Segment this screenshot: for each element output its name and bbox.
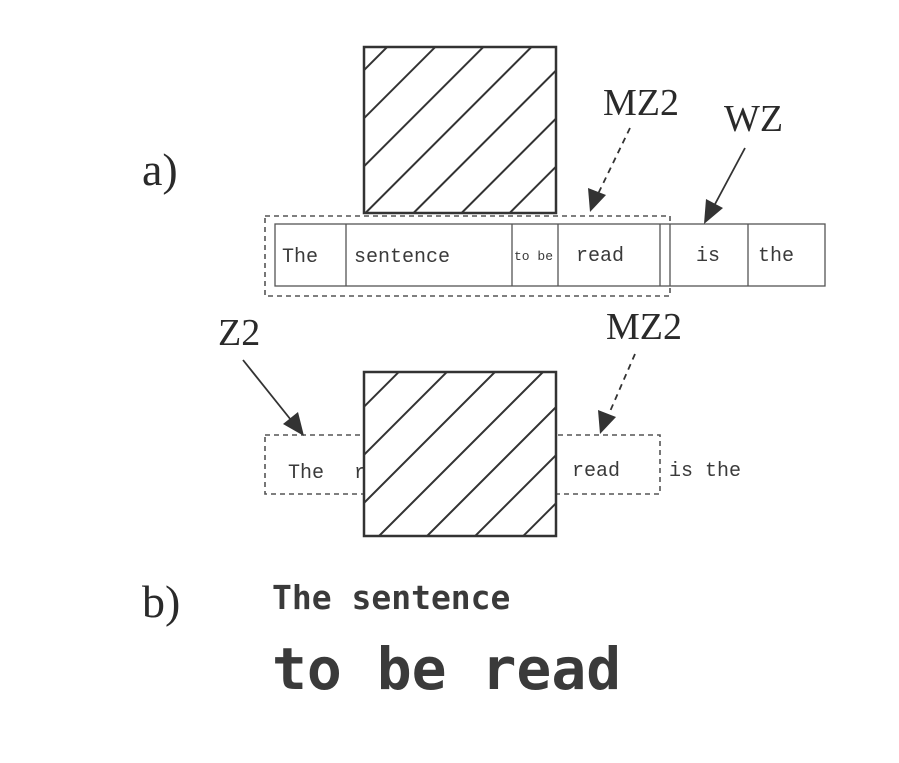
word-row-upper: The sentence to be read is the	[275, 224, 825, 286]
panel-a-label: a)	[142, 144, 178, 195]
reconstructed-line-1: The sentence	[272, 578, 510, 617]
callout-mz2-lower: MZ2	[606, 306, 682, 348]
arrowhead-z2	[283, 412, 304, 436]
word-cell-sentence: sentence	[354, 246, 450, 269]
arrowhead-mz2-lower	[598, 410, 616, 434]
hatched-occluder-lower	[364, 372, 556, 536]
callout-arrow-z2	[243, 360, 291, 420]
callout-z2: Z2	[218, 312, 260, 354]
callout-arrow-mz2-lower	[608, 354, 635, 416]
trailing-text: is the	[669, 460, 741, 483]
callout-wz: WZ	[724, 98, 783, 140]
word-cell-read: read	[576, 245, 624, 268]
word-cell-the: The	[282, 246, 318, 269]
arrowhead-wz	[704, 199, 723, 224]
word-cell-to-be: to be	[514, 249, 553, 264]
zone-mz2-text: read	[572, 460, 620, 483]
hatched-occluder-upper	[364, 47, 556, 213]
callout-arrow-wz	[714, 148, 745, 206]
callout-mz2-upper: MZ2	[603, 82, 679, 124]
word-cell-is: is	[696, 245, 720, 268]
arrowhead-mz2-upper	[588, 188, 606, 212]
callout-arrow-mz2-upper	[598, 128, 630, 194]
word-cell-the-2: the	[758, 245, 794, 268]
zone-z2-text: The	[288, 462, 324, 485]
reconstructed-line-2: to be read	[272, 635, 621, 703]
panel-b-label: b)	[142, 576, 180, 627]
